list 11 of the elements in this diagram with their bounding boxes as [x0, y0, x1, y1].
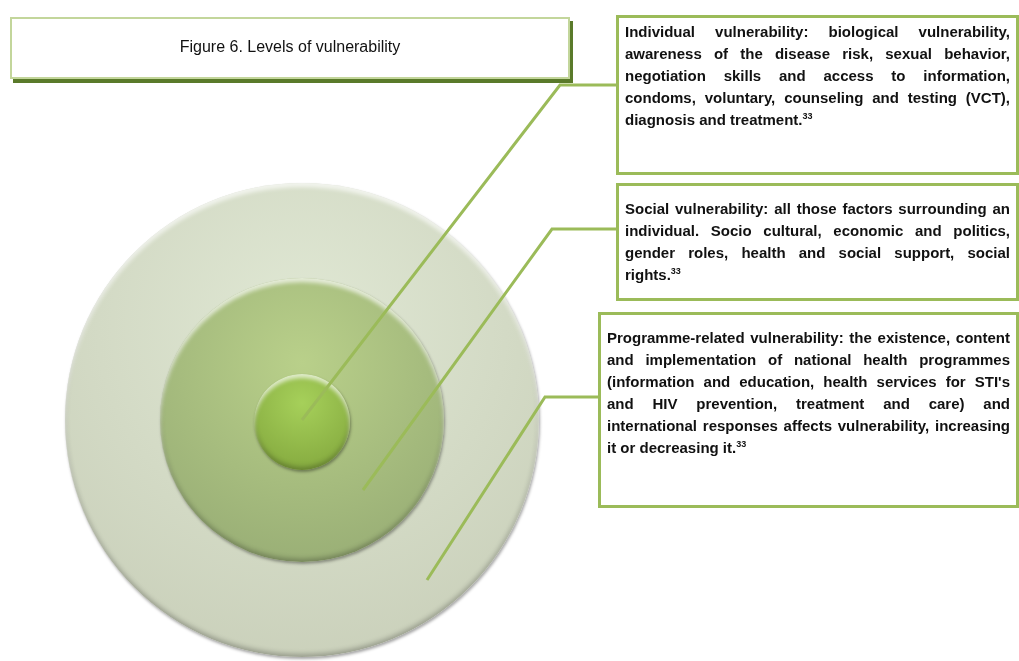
- description-text: Individual vulnerability: biological vulnerability, awareness of the disease risk, sexual behavior, negotiation skills and access to information, condoms, voluntary, counseling and testing (VCT), diagnosis and treatment.$^{33}$: [625, 22, 1010, 130]
- text-box: [616, 183, 1019, 301]
- figure-title: Figure 6. Levels of vulnerability: [178, 38, 402, 56]
- inner-circle: [254, 374, 350, 470]
- text-box: [616, 15, 1019, 175]
- leader-line: [300, 83, 616, 421]
- description-text: Social vulnerability: all those factors surrounding an individual. Socio cultural, economic and politics, gender roles, health and social support, social rights.$^{33}$: [625, 199, 1010, 285]
- text-box: [598, 312, 1019, 508]
- leader-line: [425, 395, 598, 581]
- leader-line: [361, 227, 616, 491]
- description-text: Programme-related vulnerability: the existence, content and implementation of national health programmes (information and education, health services for STI's and HIV prevention, treatment and care) and international responses affects vulnerability, increasing it or decreasing it.$^{33}$: [607, 328, 1010, 458]
